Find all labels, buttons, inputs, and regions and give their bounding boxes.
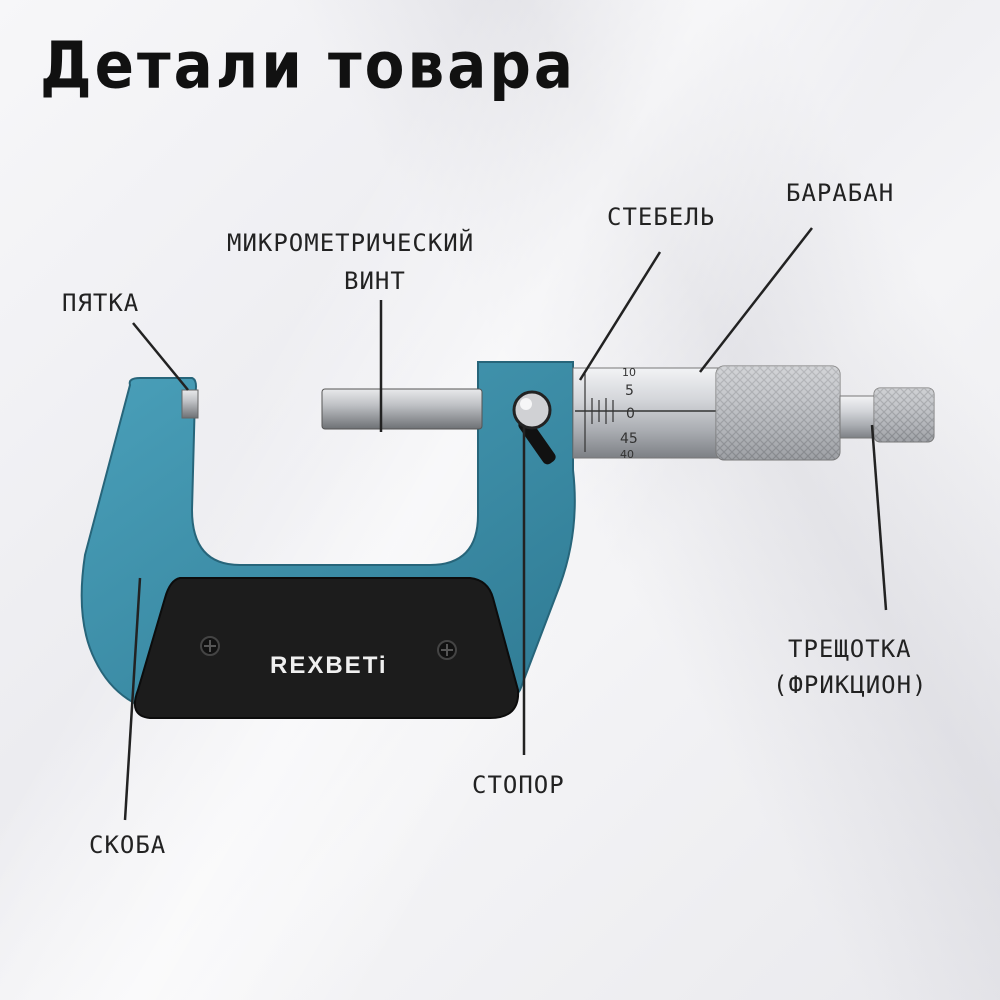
leader-ratchet <box>870 424 888 611</box>
leader-frame <box>123 577 142 821</box>
ratchet-neck <box>839 395 877 439</box>
page-title: Детали товара <box>40 28 577 103</box>
leader-sleeve <box>578 251 662 381</box>
leader-thimble <box>699 227 813 373</box>
label-ratchet-line1: ТРЕЩОТКА <box>788 635 912 663</box>
label-spindle-line2: ВИНТ <box>344 267 406 295</box>
scale-label-1: 10 <box>622 366 636 379</box>
sleeve <box>572 367 724 459</box>
scale-label-5: 40 <box>620 448 634 461</box>
label-frame: СКОБА <box>89 831 167 859</box>
brand-logo: REXBETi <box>270 652 388 679</box>
label-heel: ПЯТКА <box>62 289 140 317</box>
label-spindle-line1: МИКРОМЕТРИЧЕСКИЙ <box>227 229 475 257</box>
scale-label-4: 45 <box>620 431 638 447</box>
label-lock: СТОПОР <box>472 771 565 799</box>
label-thimble: БАРАБАН <box>786 179 895 207</box>
scale-label-2: 5 <box>625 383 634 399</box>
name-plate <box>134 577 520 719</box>
label-ratchet-line2: (ФРИКЦИОН) <box>773 671 928 699</box>
label-sleeve: СТЕБЕЛЬ <box>607 203 716 231</box>
anvil <box>181 389 199 419</box>
scale-label-3: 0 <box>626 406 635 422</box>
spindle <box>321 388 483 430</box>
lock-lever <box>518 417 556 465</box>
leader-heel <box>132 322 189 391</box>
lock <box>512 390 552 430</box>
